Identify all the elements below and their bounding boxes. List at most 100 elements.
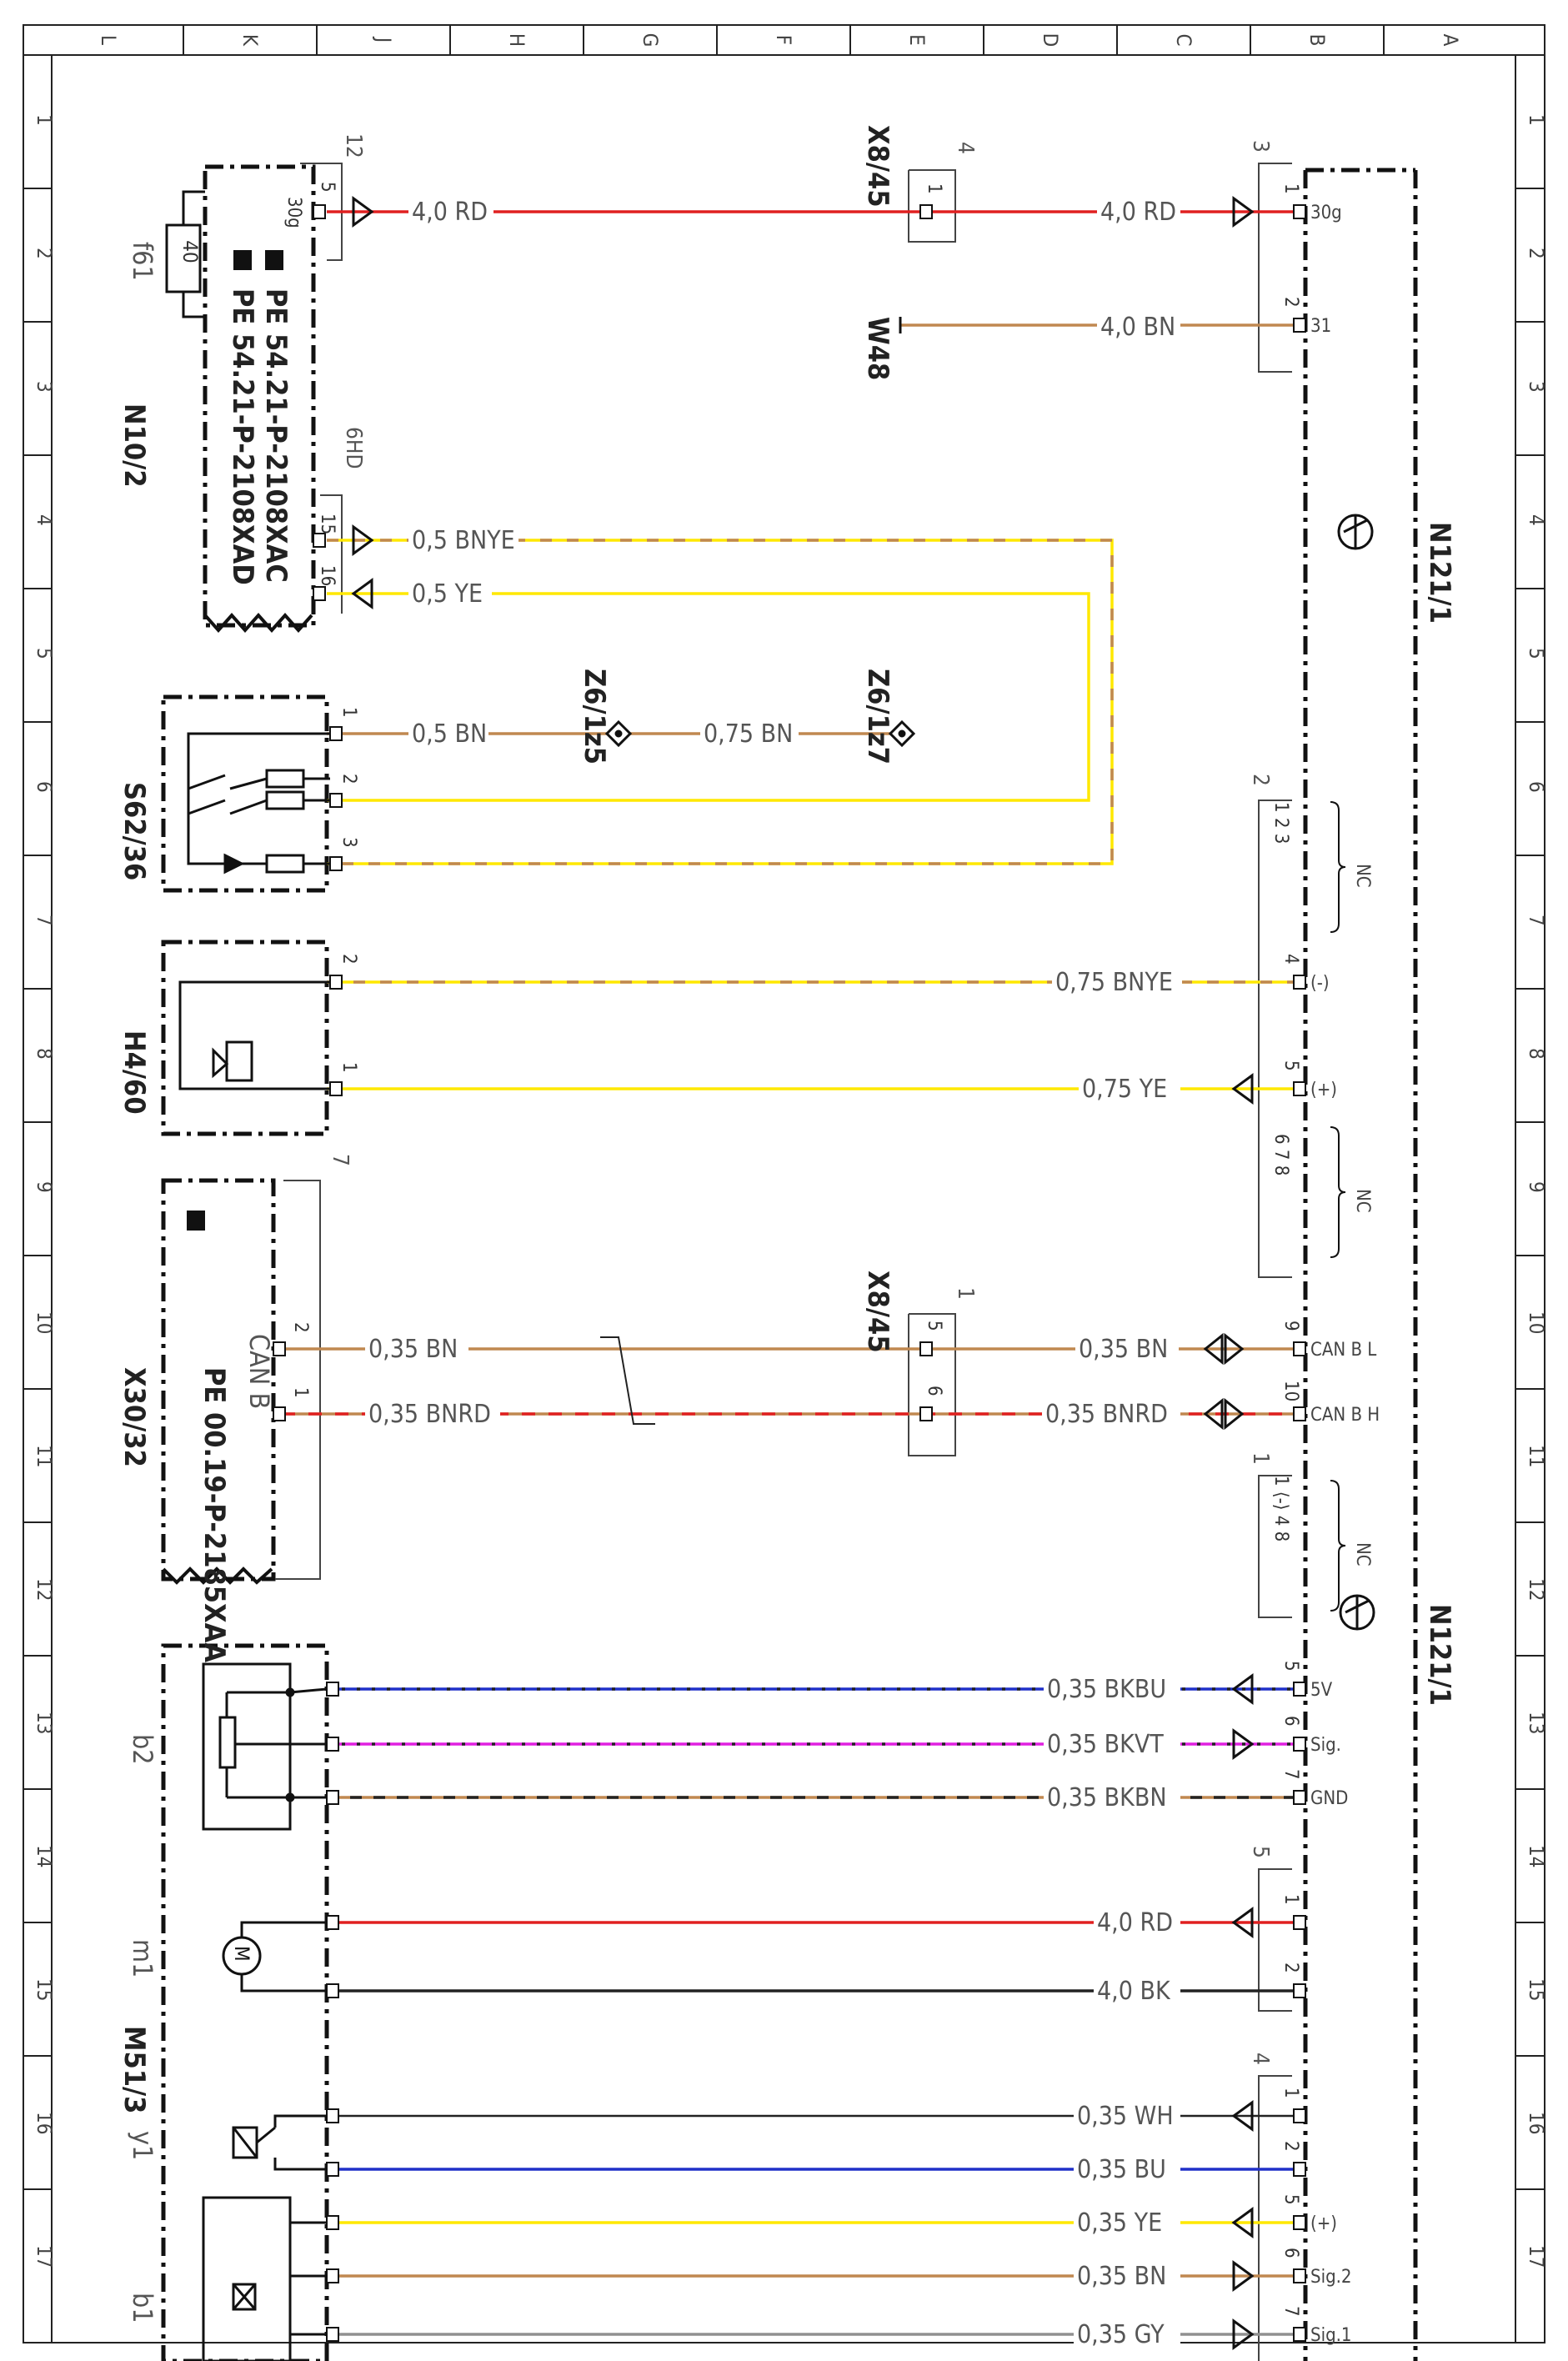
grid-col-L: L	[97, 35, 120, 45]
grid-row-11-l: 11	[33, 1445, 56, 1467]
switch-s62-icon	[187, 732, 330, 875]
wire-label-w13: 4,0 RD	[1097, 1908, 1173, 1937]
grid-row-13-l: 13	[33, 1712, 56, 1734]
pin-nc-c: 1 ⟨-⟩ 4 8	[1270, 1476, 1291, 1541]
grid-col-K: K	[238, 34, 262, 47]
component-pe2: PE 54.21-P-2108XAD	[226, 288, 259, 585]
pin-r2c: 2	[1280, 1962, 1301, 1973]
signal-can-l: CAN B L	[1310, 1340, 1376, 1361]
arrow-icon	[1231, 1073, 1254, 1105]
grid-row-9-l: 9	[33, 1181, 56, 1193]
arrow-icon	[1203, 1397, 1224, 1431]
arrow-icon	[1232, 2318, 1255, 2350]
wire-labels: 4,0 RD 4,0 RD 4,0 BN 0,5 BNYE 0,5 YE 0,5…	[368, 198, 1176, 2349]
grid-row-14-r: 14	[1525, 1845, 1548, 1867]
buzzer-h4-icon	[178, 980, 330, 1090]
wire-label-w11: 0,35 BKVT	[1047, 1730, 1164, 1759]
pin-r2d: 2	[1280, 2141, 1301, 2152]
pin-e1: 1	[924, 183, 944, 194]
grid-col-D: D	[1039, 33, 1062, 48]
reference-hand-icon	[187, 1211, 205, 1231]
row-ruler	[23, 188, 1545, 2190]
grid-row-3-r: 3	[1525, 381, 1548, 393]
grid-col-A: A	[1439, 34, 1462, 47]
grid-col-E: E	[905, 34, 929, 46]
grid-row-17-r: 17	[1525, 2245, 1548, 2268]
wire-label-w1b: 4,0 RD	[1100, 198, 1176, 227]
wire-label-w3: 0,5 BNYE	[412, 526, 515, 555]
arrow-icon	[1232, 2260, 1255, 2292]
component-s62-36: S62/36	[118, 782, 151, 880]
signal-nc-c: NC	[1352, 1542, 1373, 1566]
grid-row-9-r: 9	[1525, 1181, 1548, 1193]
grid-row-1-r: 1	[1525, 114, 1548, 126]
component-n121-1-bottom: N121/1	[1423, 1604, 1456, 1706]
arrow-icon	[1224, 1332, 1245, 1366]
pin-16: 16	[317, 565, 338, 586]
pin-e5: 5	[924, 1321, 944, 1331]
component-x8-45-mid: X8/45	[861, 1271, 894, 1353]
signal-nc-a: NC	[1352, 864, 1373, 888]
wire-label-w15: 0,35 WH	[1077, 2102, 1174, 2131]
pin-x2: 2	[290, 1322, 311, 1333]
grid-row-3-l: 3	[33, 381, 56, 393]
svg-text:M: M	[230, 1946, 253, 1962]
grid-row-13-r: 13	[1525, 1712, 1548, 1734]
grid-row-16-l: 16	[33, 2112, 56, 2134]
grid-row-2-r: 2	[1525, 248, 1548, 259]
connector-4: 4	[953, 142, 978, 154]
sensor-b1-icon	[202, 2196, 327, 2361]
component-x30-32: X30/32	[118, 1367, 151, 1467]
pin-15: 15	[317, 514, 338, 534]
reference-hand-icon	[265, 250, 283, 270]
arrow-icon	[351, 578, 373, 609]
connector-numbers: 12 6HD 4 1 7 3 2 1 5 4	[328, 133, 1273, 2065]
pin-r6d: 6	[1280, 2248, 1301, 2258]
grid-row-17-l: 17	[33, 2245, 56, 2268]
grid-row-15-l: 15	[33, 1978, 56, 2001]
pin-r1c: 1	[1280, 1894, 1301, 1905]
column-letters: L K J H G F E D C B A	[97, 33, 1462, 48]
wire-label-w6: 0,75 BNYE	[1055, 968, 1173, 997]
grid-row-14-l: 14	[33, 1845, 56, 1867]
grid-row-4-r: 4	[1525, 514, 1548, 526]
pin-r7b: 7	[1280, 1769, 1301, 1780]
component-m1: m1	[127, 1939, 158, 1978]
pin-nc-a: 1 2 3	[1270, 802, 1291, 844]
pin-nc-b: 6 7 8	[1270, 1134, 1291, 1175]
grid-row-12-r: 12	[1525, 1578, 1548, 1601]
pin-r7d: 7	[1280, 2306, 1301, 2317]
component-m51-3: M51/3	[118, 2026, 151, 2113]
arrow-icon	[352, 196, 374, 228]
signal-30g: 30g	[1310, 203, 1342, 223]
solenoid-y1-icon	[232, 2114, 327, 2171]
connector-5: 5	[1248, 1846, 1273, 1858]
pin-h1: 1	[338, 1062, 359, 1073]
grid-row-16-r: 16	[1525, 2112, 1548, 2134]
component-pe3: PE 00.19-P-2185XAA	[198, 1367, 231, 1662]
wire-label-w1a: 4,0 RD	[412, 198, 488, 227]
connector-1: 1	[953, 1287, 978, 1300]
pin-s3: 3	[338, 837, 359, 848]
wire-label-w2: 4,0 BN	[1100, 313, 1175, 342]
fuse-f61-icon	[165, 190, 205, 318]
pin-r9: 9	[1280, 1321, 1301, 1331]
component-outlines	[161, 164, 1418, 2361]
grid-col-G: G	[639, 33, 662, 48]
component-names: N10/2 f61 PE 54.21-P-2108XAC PE 54.21-P-…	[118, 125, 1456, 2323]
arrow-icon	[1231, 1673, 1254, 1705]
wire-0-5-ye	[327, 592, 1090, 802]
pin-s1: 1	[338, 707, 359, 718]
grid-row-15-r: 15	[1525, 1978, 1548, 2001]
arrow-icon	[352, 524, 374, 556]
h4-60-box	[161, 940, 329, 1136]
signal-can-h: CAN B H	[1310, 1405, 1380, 1426]
arrow-icon	[1232, 196, 1255, 228]
wire-label-w5b: 0,75 BN	[704, 719, 793, 749]
arrow-icon	[1203, 1332, 1224, 1366]
signal-31: 31	[1310, 316, 1331, 337]
pin-s2: 2	[338, 774, 359, 784]
connector-4b: 4	[1248, 2053, 1273, 2065]
